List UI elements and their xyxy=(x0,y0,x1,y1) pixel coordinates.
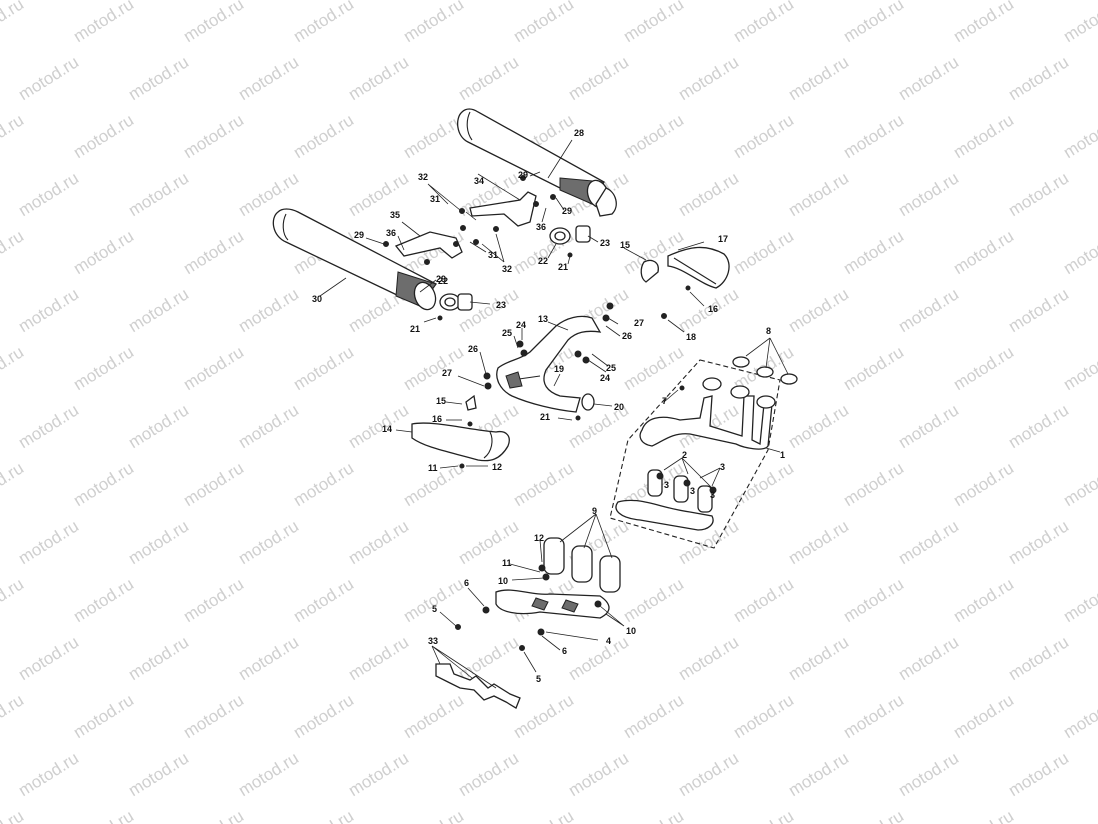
header-assembly xyxy=(609,356,798,549)
callout-31: 31 xyxy=(430,194,440,204)
header-lower xyxy=(455,537,621,651)
callout-24: 24 xyxy=(516,320,526,330)
mount-brackets xyxy=(383,175,556,265)
callout-29: 29 xyxy=(436,274,446,284)
connector-pipe xyxy=(483,302,614,421)
callout-10: 10 xyxy=(498,576,508,586)
heat-shield-left xyxy=(411,394,510,469)
callout-25: 25 xyxy=(502,328,512,338)
callout-19: 19 xyxy=(554,364,564,374)
callout-36: 36 xyxy=(536,222,546,232)
clamps xyxy=(437,225,591,321)
heat-shield-right xyxy=(640,246,730,319)
callout-2: 2 xyxy=(682,450,687,460)
callout-32: 32 xyxy=(502,264,512,274)
callout-21: 21 xyxy=(410,324,420,334)
callout-35: 35 xyxy=(390,210,400,220)
callout-26: 26 xyxy=(622,331,632,341)
callout-28: 28 xyxy=(574,128,584,138)
callout-36: 36 xyxy=(386,228,396,238)
callout-29: 29 xyxy=(518,170,528,180)
callout-23: 23 xyxy=(496,300,506,310)
callout-1: 1 xyxy=(780,450,785,460)
callout-16: 16 xyxy=(432,414,442,424)
callout-8: 8 xyxy=(766,326,771,336)
callout-33: 33 xyxy=(428,636,438,646)
callout-14: 14 xyxy=(382,424,392,434)
muffler-lower xyxy=(272,208,437,311)
callout-29: 29 xyxy=(562,206,572,216)
callout-3: 3 xyxy=(710,490,715,500)
callout-27: 27 xyxy=(442,368,452,378)
callout-15: 15 xyxy=(436,396,446,406)
header-base-inner xyxy=(615,469,717,531)
callout-16: 16 xyxy=(708,304,718,314)
callout-10: 10 xyxy=(626,626,636,636)
callout-32: 32 xyxy=(418,172,428,182)
callout-11: 11 xyxy=(502,558,512,568)
callout-4: 4 xyxy=(606,636,611,646)
callout-30: 30 xyxy=(312,294,322,304)
callout-15: 15 xyxy=(620,240,630,250)
callout-6: 6 xyxy=(464,578,469,588)
leader-lines xyxy=(319,139,789,689)
callout-3: 3 xyxy=(664,480,669,490)
callout-11: 11 xyxy=(428,463,438,473)
callout-5: 5 xyxy=(536,674,541,684)
callout-25: 25 xyxy=(606,363,616,373)
callout-17: 17 xyxy=(718,234,728,244)
callout-5: 5 xyxy=(432,604,437,614)
callout-21: 21 xyxy=(540,412,550,422)
gasket-plate xyxy=(435,663,521,709)
callout-24: 24 xyxy=(600,373,610,383)
callout-20: 20 xyxy=(614,402,624,412)
callout-26: 26 xyxy=(468,344,478,354)
muffler-upper xyxy=(457,108,617,217)
callout-3: 3 xyxy=(690,486,695,496)
callout-22: 22 xyxy=(438,276,448,286)
callout-3: 3 xyxy=(720,462,725,472)
callout-13: 13 xyxy=(538,314,548,324)
callout-6: 6 xyxy=(562,646,567,656)
callout-7: 7 xyxy=(662,396,667,406)
callout-18: 18 xyxy=(686,332,696,342)
callout-21: 21 xyxy=(558,262,568,272)
callout-12: 12 xyxy=(534,533,544,543)
callout-labels: 1 2 3 3 3 3 4 5 5 6 6 7 8 9 10 10 11 11 … xyxy=(312,128,785,684)
callout-29: 29 xyxy=(354,230,364,240)
callout-27: 27 xyxy=(634,318,644,328)
callout-9: 9 xyxy=(592,506,597,516)
callout-22: 22 xyxy=(538,256,548,266)
callout-31: 31 xyxy=(488,250,498,260)
callout-12: 12 xyxy=(492,462,502,472)
callout-34: 34 xyxy=(474,176,484,186)
callout-23: 23 xyxy=(600,238,610,248)
